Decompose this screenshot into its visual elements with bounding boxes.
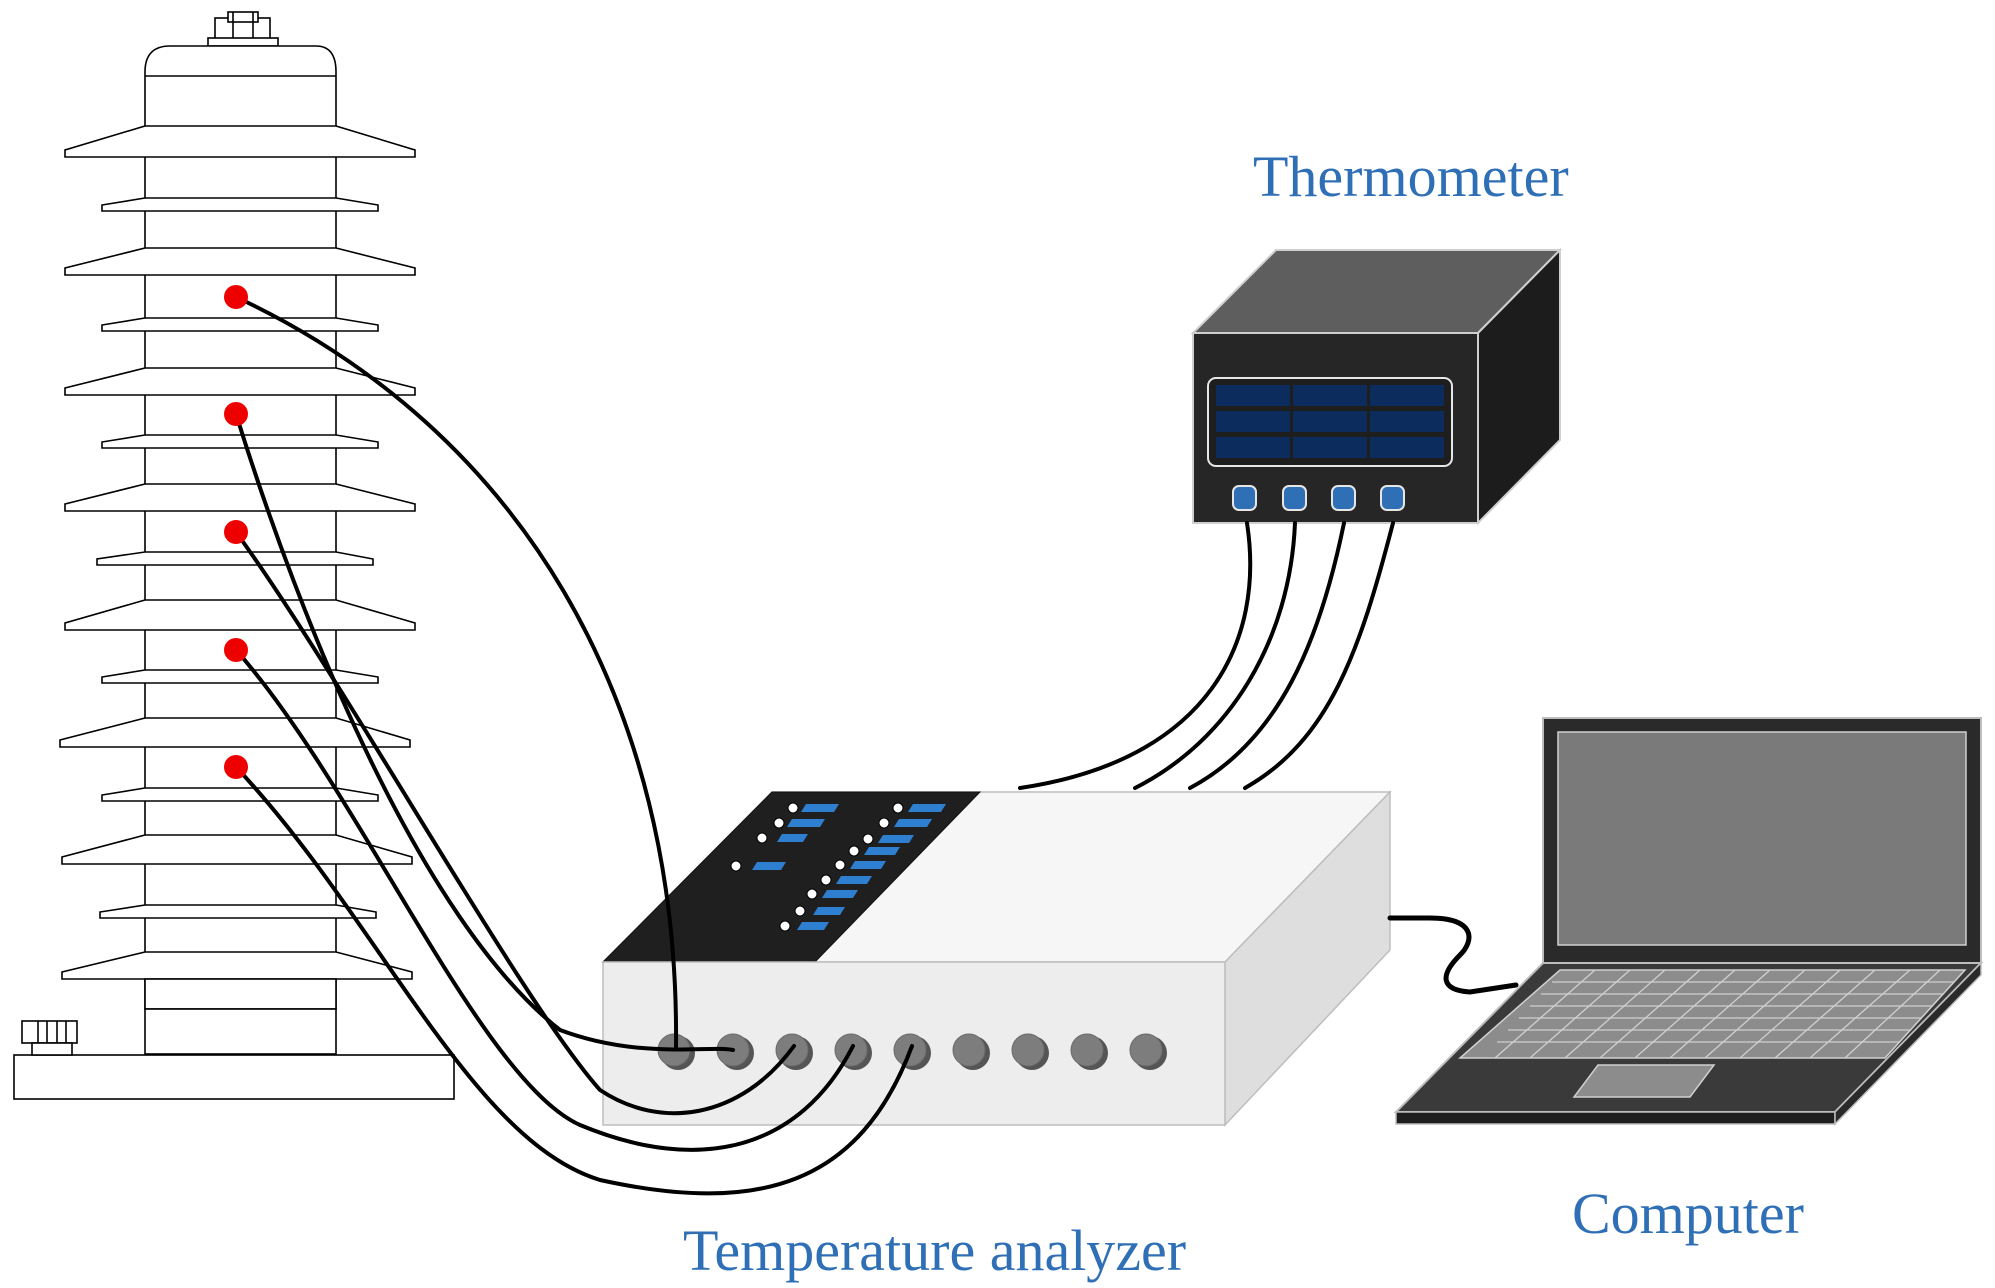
thermometer-label: Thermometer [1253, 144, 1569, 209]
sensor-icon [224, 520, 248, 544]
usb-cable [1387, 915, 1519, 995]
thermometer-buttons [1232, 485, 1405, 511]
analyzer-panel-keys [730, 802, 946, 932]
sensor-icon [224, 755, 248, 779]
analyzer-label: Temperature analyzer [683, 1218, 1187, 1283]
sensor-icon [224, 285, 248, 309]
sensor-icon [224, 402, 248, 426]
analyzer-icon [601, 790, 1392, 1127]
sensor-icon [224, 638, 248, 662]
keyboard [1458, 969, 1967, 1059]
analyzer-sockets [657, 1033, 1167, 1070]
insulator-icon [13, 11, 455, 1100]
laptop-icon [1393, 717, 1984, 1126]
thermometer-icon [1190, 247, 1563, 526]
computer-label: Computer [1572, 1181, 1804, 1246]
probe-cables [234, 295, 914, 1196]
sensor-points [224, 285, 248, 779]
thermometer-cables [1018, 521, 1395, 790]
thermometer-display [1216, 385, 1444, 458]
touchpad [1572, 1064, 1716, 1098]
